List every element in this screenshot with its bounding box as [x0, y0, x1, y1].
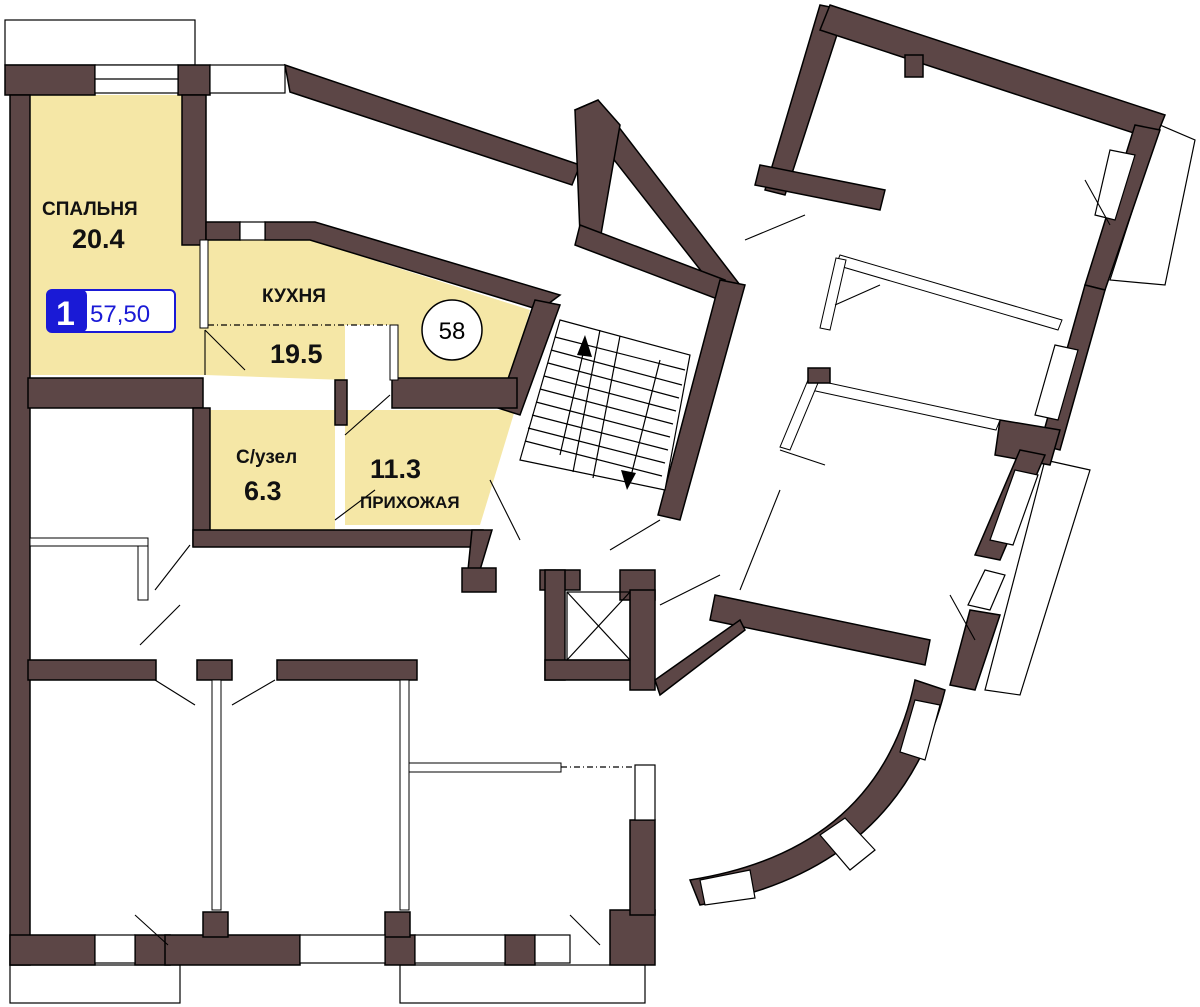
rooms-count: 1	[56, 295, 75, 333]
hallway-name: ПРИХОЖАЯ	[360, 493, 460, 512]
bathroom-area-value: 6.3	[244, 476, 282, 506]
windows	[94, 64, 1136, 964]
unit-number: 58	[439, 318, 466, 345]
elevator-shaft	[566, 591, 631, 661]
total-area: 57,50	[90, 301, 150, 328]
apartment-tag: 1 57,50	[46, 289, 176, 333]
hallway-area-value: 11.3	[370, 454, 421, 484]
bedroom-name: СПАЛЬНЯ	[42, 199, 138, 220]
kitchen-name: КУХНЯ	[262, 286, 326, 307]
staircase	[519, 319, 691, 491]
doors	[134, 179, 1111, 946]
unit-number-badge: 58	[421, 299, 483, 361]
partitions	[29, 239, 1063, 911]
walls	[4, 4, 1166, 966]
hallway-area	[345, 410, 515, 525]
bathroom-name: С/узел	[236, 447, 297, 468]
bedroom-area-value: 20.4	[72, 224, 125, 254]
room-labels: СПАЛЬНЯ 20.4 КУХНЯ 19.5 С/узел 6.3 11.3 …	[42, 199, 460, 512]
kitchen-area-value: 19.5	[270, 339, 323, 369]
kitchen-area	[205, 240, 530, 380]
bathroom-area	[210, 410, 335, 530]
